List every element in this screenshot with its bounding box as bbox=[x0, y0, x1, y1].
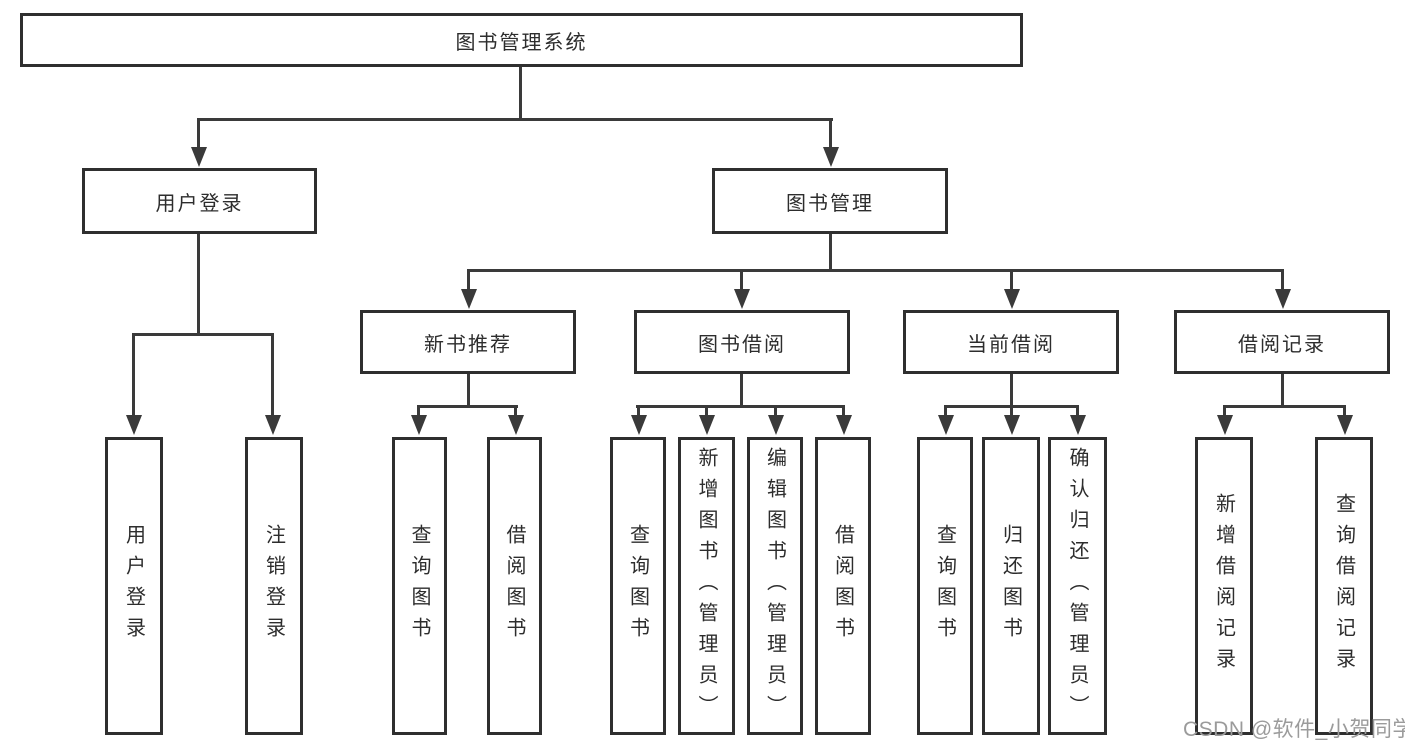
node-label: 新书推荐 bbox=[424, 333, 512, 356]
node-label: 图书管理 bbox=[786, 192, 874, 215]
node-label: 图书借阅 bbox=[698, 333, 786, 356]
node-query-books: 查询图书 bbox=[917, 437, 973, 735]
connector bbox=[740, 374, 743, 408]
connector bbox=[1281, 374, 1284, 408]
arrow-down-icon bbox=[191, 147, 207, 167]
connector bbox=[467, 269, 1284, 272]
arrow-down-icon bbox=[1217, 415, 1233, 435]
node-label: 图书管理系统 bbox=[455, 31, 588, 54]
connector bbox=[132, 333, 274, 336]
node-label: 查询图书 bbox=[626, 524, 649, 648]
connector bbox=[637, 405, 640, 417]
connector bbox=[132, 333, 135, 417]
node-label: 查询图书 bbox=[408, 524, 430, 648]
arrow-down-icon bbox=[1275, 289, 1291, 309]
arrow-down-icon bbox=[126, 415, 142, 435]
node-edit-books-admin: 编辑图书（管理员） bbox=[747, 437, 803, 735]
node-label: 归还图书 bbox=[999, 524, 1022, 648]
node-label: 用户登录 bbox=[155, 192, 244, 215]
node-query-books: 查询图书 bbox=[610, 437, 666, 735]
arrow-down-icon bbox=[836, 415, 852, 435]
connector bbox=[705, 405, 708, 417]
connector bbox=[1010, 405, 1013, 417]
connector bbox=[197, 234, 200, 335]
node-logout: 注销登录 bbox=[245, 437, 303, 735]
node-label: 用户登录 bbox=[122, 524, 145, 648]
node-label: 借阅图书 bbox=[831, 524, 854, 648]
connector bbox=[1223, 405, 1226, 417]
connector bbox=[740, 269, 743, 291]
node-label: 确认归还（管理员） bbox=[1066, 446, 1088, 726]
arrow-down-icon bbox=[461, 289, 477, 309]
arrow-down-icon bbox=[508, 415, 524, 435]
connector bbox=[417, 405, 518, 408]
connector bbox=[1343, 405, 1346, 417]
node-label: 借阅图书 bbox=[503, 524, 525, 648]
connector bbox=[829, 234, 832, 272]
node-new-book-recommendation: 新书推荐 bbox=[360, 310, 576, 374]
node-confirm-return-admin: 确认归还（管理员） bbox=[1048, 437, 1107, 735]
arrow-down-icon bbox=[1004, 415, 1020, 435]
arrow-down-icon bbox=[411, 415, 427, 435]
connector bbox=[271, 333, 274, 417]
connector bbox=[519, 67, 522, 120]
arrow-down-icon bbox=[734, 289, 750, 309]
node-borrow-books: 借阅图书 bbox=[487, 437, 542, 735]
arrow-down-icon bbox=[265, 415, 281, 435]
node-library-system: 图书管理系统 bbox=[20, 13, 1023, 67]
node-add-borrow-record: 新增借阅记录 bbox=[1195, 437, 1253, 735]
arrow-down-icon bbox=[1004, 289, 1020, 309]
node-query-borrow-record: 查询借阅记录 bbox=[1315, 437, 1373, 735]
node-return-books: 归还图书 bbox=[982, 437, 1040, 735]
csdn-watermark: CSDN @软件_小贺同学 bbox=[1183, 718, 1405, 741]
node-label: 新增图书（管理员） bbox=[695, 446, 717, 726]
node-label: 新增借阅记录 bbox=[1212, 493, 1235, 679]
connector bbox=[944, 405, 947, 417]
connector bbox=[774, 405, 777, 417]
node-label: 当前借阅 bbox=[967, 333, 1055, 356]
node-label: 注销登录 bbox=[262, 524, 285, 648]
connector bbox=[1010, 374, 1013, 408]
arrow-down-icon bbox=[823, 147, 839, 167]
node-label: 查询借阅记录 bbox=[1332, 493, 1355, 679]
arrow-down-icon bbox=[1337, 415, 1353, 435]
connector bbox=[197, 118, 833, 121]
connector bbox=[467, 374, 470, 408]
connector bbox=[417, 405, 420, 417]
connector bbox=[1281, 269, 1284, 291]
arrow-down-icon bbox=[1070, 415, 1086, 435]
node-label: 借阅记录 bbox=[1238, 333, 1326, 356]
node-user-login-leaf: 用户登录 bbox=[105, 437, 163, 735]
connector bbox=[197, 118, 200, 148]
node-add-books-admin: 新增图书（管理员） bbox=[678, 437, 735, 735]
arrow-down-icon bbox=[768, 415, 784, 435]
connector bbox=[514, 405, 517, 417]
node-current-borrowing: 当前借阅 bbox=[903, 310, 1119, 374]
arrow-down-icon bbox=[631, 415, 647, 435]
node-book-management: 图书管理 bbox=[712, 168, 948, 234]
connector bbox=[1076, 405, 1079, 417]
node-label: 查询图书 bbox=[933, 524, 956, 648]
node-query-books: 查询图书 bbox=[392, 437, 447, 735]
connector bbox=[636, 405, 845, 408]
connector bbox=[1223, 405, 1346, 408]
connector bbox=[829, 118, 832, 148]
node-borrow-books: 借阅图书 bbox=[815, 437, 871, 735]
arrow-down-icon bbox=[938, 415, 954, 435]
connector bbox=[1010, 269, 1013, 291]
node-label: 编辑图书（管理员） bbox=[763, 446, 786, 726]
connector bbox=[467, 269, 470, 291]
arrow-down-icon bbox=[699, 415, 715, 435]
node-borrowing-records: 借阅记录 bbox=[1174, 310, 1390, 374]
connector bbox=[842, 405, 845, 417]
node-user-login: 用户登录 bbox=[82, 168, 317, 234]
node-book-borrowing: 图书借阅 bbox=[634, 310, 850, 374]
